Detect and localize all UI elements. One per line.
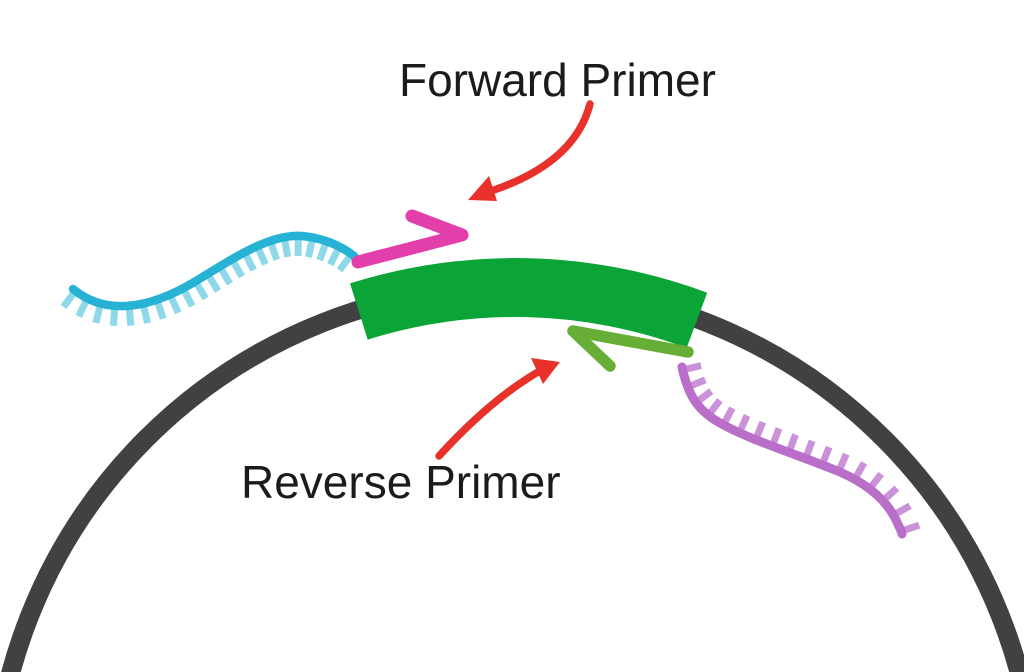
strand-hatch-tick (868, 471, 884, 490)
strand-hatch-tick (140, 304, 152, 324)
reverse-primer-arrow (567, 325, 694, 372)
strand-hatch-tick (769, 427, 783, 446)
strand-hatch-tick (706, 398, 723, 416)
forward-annotation-arrow-head (468, 176, 497, 201)
strand-hatch-tick (893, 502, 912, 518)
strand-hatch-tick (901, 521, 921, 534)
strand-hatch-tick (688, 376, 707, 390)
forward-annotation-arrow-shaft (490, 100, 594, 194)
target-region-band (350, 258, 708, 348)
forward-primer-label: Forward Primer (399, 54, 716, 106)
strand-hatch-tick (205, 273, 221, 293)
template-strand-left-hatches (60, 237, 354, 327)
strand-hatch-tick (819, 445, 833, 465)
reverse-annotation-arrow (435, 358, 560, 460)
reverse-annotation-arrow-head (531, 358, 560, 384)
strand-hatch-tick (229, 259, 245, 279)
reverse-annotation-arrow-shaft (435, 368, 542, 460)
strand-hatch-tick (167, 294, 182, 315)
strand-hatch-tick (180, 288, 196, 308)
strand-hatch-tick (836, 452, 850, 472)
strand-hatch-tick (60, 290, 77, 309)
strand-hatch-tick (753, 420, 767, 440)
forward-annotation-arrow (468, 100, 594, 201)
strand-hatch-tick (683, 362, 702, 373)
strand-hatch-tick (327, 246, 342, 267)
strand-hatch-tick (110, 307, 119, 327)
strand-hatch-tick (786, 433, 799, 452)
strand-hatch-tick (336, 253, 354, 273)
strand-hatch-tick (217, 266, 234, 286)
strand-hatch-tick (193, 281, 209, 301)
strand-hatch-tick (736, 413, 751, 433)
strand-hatch-tick (695, 388, 714, 405)
template-strand-right-hatches (683, 362, 921, 534)
strand-hatch-tick (242, 252, 257, 272)
strand-hatch-tick (125, 307, 135, 327)
strand-hatch-tick (75, 298, 90, 318)
strand-hatch-tick (316, 241, 330, 262)
strand-hatch-tick (281, 238, 292, 258)
template-strand-left (68, 231, 359, 311)
strand-hatch-tick (267, 241, 281, 261)
strand-hatch-tick (305, 238, 316, 258)
template-strand-right (677, 362, 907, 539)
strand-hatch-tick (254, 246, 269, 266)
forward-primer-arrow (351, 209, 469, 269)
strand-hatch-tick (852, 461, 868, 480)
strand-hatch-tick (803, 439, 816, 458)
reverse-primer-label: Reverse Primer (241, 456, 561, 508)
strand-hatch-tick (721, 406, 736, 425)
strand-hatch-tick (92, 304, 104, 324)
strand-hatch-tick (154, 300, 167, 320)
strand-hatch-tick (881, 485, 900, 503)
